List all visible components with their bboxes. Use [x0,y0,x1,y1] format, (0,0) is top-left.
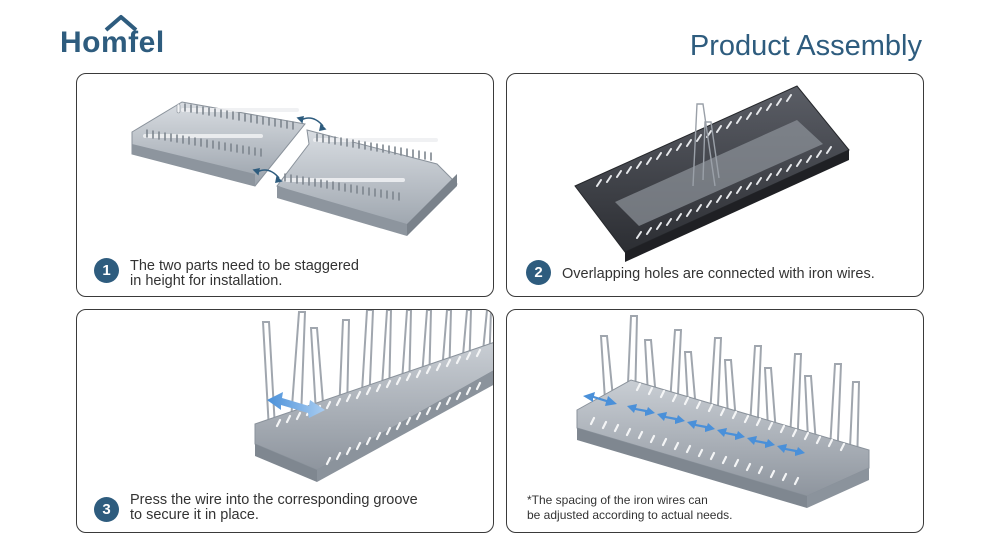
assembly-step-2-panel: 2 Overlapping holes are connected with i… [506,73,924,297]
wire-insert-illustration [254,310,493,482]
step-number-badge: 2 [526,260,551,285]
spacing-note: *The spacing of the iron wires can be ad… [527,493,733,522]
assembly-step-3-panel: 3 Press the wire into the corresponding … [76,309,494,533]
page-title: Product Assembly [689,30,922,62]
step-number-badge: 1 [94,258,119,283]
double-arrow-icon [267,392,325,418]
brand-logo-text: Homfel [60,26,165,59]
step-caption: Press the wire into the corresponding gr… [130,492,418,523]
assembly-step-1-panel: 1 The two parts need to be staggered in … [76,73,494,297]
double-arrow-icon [252,116,327,183]
double-arrow-icon [583,392,805,456]
rack-wired-illustration [574,85,850,262]
house-roof-icon [104,15,138,32]
step-caption: Overlapping holes are connected with iro… [562,266,875,282]
rack-split-illustration [131,101,458,236]
step-caption: The two parts need to be staggered in he… [130,258,359,289]
assembly-note-panel: *The spacing of the iron wires can be ad… [506,309,924,533]
step-number-badge: 3 [94,497,119,522]
wire-spacing-illustration [576,315,870,508]
brand-logo: Homfel [60,15,165,60]
